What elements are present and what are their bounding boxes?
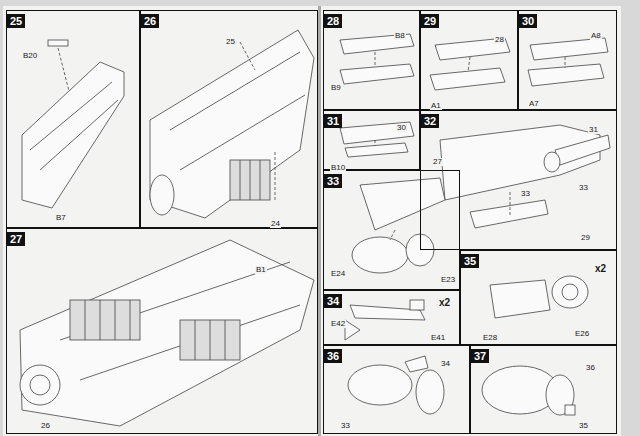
part-number: B8 xyxy=(394,32,406,40)
callout-holder: 33 xyxy=(340,414,351,432)
part-number: 25 xyxy=(225,38,236,46)
callout-holder: 26 xyxy=(40,414,51,432)
callout-holder: 30 xyxy=(396,116,407,134)
part-number: A1 xyxy=(430,102,442,110)
callout-holder: 35 xyxy=(578,414,589,432)
callout-holder: B7 xyxy=(55,206,67,224)
callout-holder: E28 xyxy=(482,326,498,344)
callout-holder: 27 xyxy=(432,150,443,168)
callout-holder: E23 xyxy=(440,268,456,286)
step-number: 30 xyxy=(519,14,537,28)
callout-holder: B8 xyxy=(394,24,406,42)
part-number: B1 xyxy=(255,266,267,274)
callout-holder: B1 xyxy=(255,258,267,276)
part-number: 33 xyxy=(578,184,589,192)
part-number: 34 xyxy=(440,360,451,368)
step-number: 33 xyxy=(324,174,342,188)
callout-holder: 31 xyxy=(588,118,599,136)
part-number: 27 xyxy=(432,158,443,166)
part-number: B7 xyxy=(55,214,67,222)
callout-holder: x2 xyxy=(438,292,451,310)
callout-holder: 24 xyxy=(270,212,281,230)
step-number: 27 xyxy=(7,232,25,246)
part-number: 29 xyxy=(580,234,591,242)
step-number: 26 xyxy=(141,14,159,28)
callout-holder: 33 xyxy=(520,182,531,200)
callout-holder: B20 xyxy=(22,44,38,62)
step-number: 28 xyxy=(324,14,342,28)
part-number: E42 xyxy=(330,320,346,328)
step-panel: 31 xyxy=(323,110,420,170)
quantity-mark: x2 xyxy=(438,298,451,308)
part-number: 35 xyxy=(578,422,589,430)
part-number: 28 xyxy=(494,36,505,44)
part-number: 30 xyxy=(396,124,407,132)
step-number: 29 xyxy=(421,14,439,28)
part-number: 33 xyxy=(340,422,351,430)
step-panel: 36 xyxy=(323,345,470,434)
quantity-mark: x2 xyxy=(594,264,607,274)
callout-holder: E26 xyxy=(574,322,590,340)
part-number: 31 xyxy=(588,126,599,134)
step-number: 34 xyxy=(324,294,342,308)
step-number: 37 xyxy=(471,349,489,363)
part-number: A8 xyxy=(590,32,602,40)
callout-holder: A1 xyxy=(430,94,442,112)
step-panel: 37 xyxy=(470,345,617,434)
callout-holder: x2 xyxy=(594,258,607,276)
callout-holder: 28 xyxy=(494,28,505,46)
callout-holder: B10 xyxy=(330,156,346,174)
part-number: 26 xyxy=(40,422,51,430)
callout-holder: E42 xyxy=(330,312,346,330)
part-number: E26 xyxy=(574,330,590,338)
callout-holder: 34 xyxy=(440,352,451,370)
callout-holder: 25 xyxy=(225,30,236,48)
part-number: E23 xyxy=(440,276,456,284)
step-panel: 25 xyxy=(6,10,140,228)
step-panel: 27 xyxy=(6,228,318,434)
part-number: 24 xyxy=(270,220,281,228)
step-number: 32 xyxy=(421,114,439,128)
part-number: E28 xyxy=(482,334,498,342)
step-panel: 30 xyxy=(518,10,617,110)
step-number: 25 xyxy=(7,14,25,28)
part-number: A7 xyxy=(528,100,540,108)
step-number: 31 xyxy=(324,114,342,128)
callout-holder: E24 xyxy=(330,262,346,280)
part-number: 36 xyxy=(585,364,596,372)
callout-holder: 36 xyxy=(585,356,596,374)
step-panel: 29 xyxy=(420,10,518,110)
step-panel: 28 xyxy=(323,10,420,110)
callout-holder: 33 xyxy=(578,176,589,194)
part-number: E24 xyxy=(330,270,346,278)
callout-holder: B9 xyxy=(330,76,342,94)
callout-holder: A7 xyxy=(528,92,540,110)
callout-holder: A8 xyxy=(590,24,602,42)
part-number: B10 xyxy=(330,164,346,172)
callout-holder: 29 xyxy=(580,226,591,244)
part-number: E41 xyxy=(430,334,446,342)
callout-holder: E41 xyxy=(430,326,446,344)
part-number: B9 xyxy=(330,84,342,92)
step-number: 36 xyxy=(324,349,342,363)
part-number: B20 xyxy=(22,52,38,60)
step-number: 35 xyxy=(461,254,479,268)
part-number: 33 xyxy=(520,190,531,198)
